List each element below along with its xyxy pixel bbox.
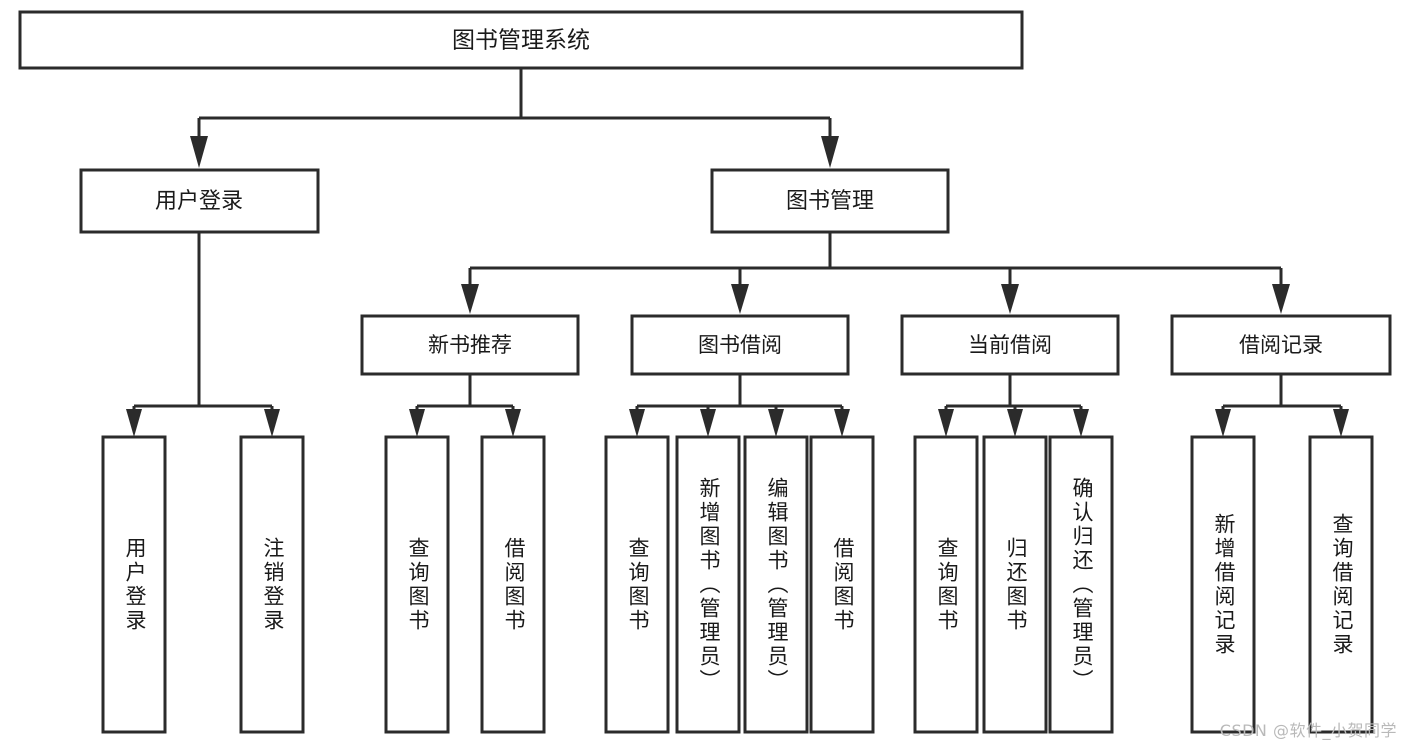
node-leaf-add-book-box[interactable]: [675, 435, 741, 734]
node-leaf-query-record-label: 查询借阅记录: [1330, 513, 1354, 657]
node-user-login-label: 用户登录: [155, 189, 243, 214]
node-leaf-return-book-label: 归还图书: [1004, 537, 1028, 633]
arrowhead-leaf-borrow-book-1: [505, 409, 521, 437]
node-book-manage-label: 图书管理: [786, 189, 874, 214]
node-leaf-logout[interactable]: 注销登录: [239, 435, 305, 734]
node-borrow-record-box[interactable]: [1170, 314, 1392, 376]
node-leaf-borrow-book-1-box[interactable]: [480, 435, 546, 734]
node-user-login-box[interactable]: [79, 168, 320, 234]
node-leaf-borrow-book-2-box[interactable]: [809, 435, 875, 734]
node-leaf-add-record[interactable]: 新增借阅记录: [1190, 435, 1256, 734]
arrowhead-new-book-rec: [461, 284, 479, 314]
node-new-book-rec-box[interactable]: [360, 314, 580, 376]
node-leaf-query-book-3-label: 查询图书: [935, 537, 959, 633]
arrowhead-leaf-query-book-3: [938, 409, 954, 437]
node-leaf-logout-box[interactable]: [239, 435, 305, 734]
node-leaf-add-record-box[interactable]: [1190, 435, 1256, 734]
node-leaf-query-record[interactable]: 查询借阅记录: [1308, 435, 1374, 734]
arrowhead-leaf-confirm-return: [1073, 409, 1089, 437]
csdn-watermark: CSDN @软件_小贺同学: [1219, 721, 1397, 740]
edge-group-user-login: [126, 232, 280, 437]
edge-group-current-borrow: [938, 374, 1089, 437]
node-leaf-confirm-return[interactable]: 确认归还（管理员）: [1048, 435, 1114, 734]
node-borrow-record[interactable]: 借阅记录: [1170, 314, 1392, 376]
arrowhead-leaf-add-record: [1215, 409, 1231, 437]
node-leaf-edit-book-label: 编辑图书（管理员）: [765, 477, 789, 693]
node-current-borrow[interactable]: 当前借阅: [900, 314, 1120, 376]
arrowhead-user-login: [190, 136, 208, 168]
arrowhead-book-borrow: [731, 284, 749, 314]
node-new-book-rec[interactable]: 新书推荐: [360, 314, 580, 376]
arrowhead-leaf-logout: [264, 409, 280, 437]
node-user-login[interactable]: 用户登录: [79, 168, 320, 234]
node-leaf-return-book-box[interactable]: [982, 435, 1048, 734]
arrowhead-leaf-query-book-2: [629, 409, 645, 437]
node-leaf-query-book-3[interactable]: 查询图书: [913, 435, 979, 734]
node-leaf-query-book-1[interactable]: 查询图书: [384, 435, 450, 734]
arrowhead-leaf-edit-book: [768, 409, 784, 437]
node-leaf-edit-book-box[interactable]: [743, 435, 809, 734]
node-leaf-edit-book[interactable]: 编辑图书（管理员）: [743, 435, 809, 734]
node-leaf-return-book[interactable]: 归还图书: [982, 435, 1048, 734]
node-leaf-add-book-label: 新增图书（管理员）: [697, 477, 721, 693]
edge-group-book-manage: [461, 232, 1290, 314]
node-leaf-user-login[interactable]: 用户登录: [101, 435, 167, 734]
node-leaf-borrow-book-2-label: 借阅图书: [831, 537, 855, 633]
node-leaf-query-book-2-box[interactable]: [604, 435, 670, 734]
arrowhead-leaf-query-record: [1333, 409, 1349, 437]
node-book-borrow-label: 图书借阅: [698, 333, 782, 357]
node-new-book-rec-label: 新书推荐: [428, 333, 512, 357]
edge-group-book-borrow: [629, 374, 850, 437]
node-leaf-add-record-label: 新增借阅记录: [1212, 513, 1236, 657]
node-leaf-user-login-box[interactable]: [101, 435, 167, 734]
arrowhead-borrow-record: [1272, 284, 1290, 314]
node-borrow-record-label: 借阅记录: [1239, 333, 1323, 357]
node-leaf-borrow-book-1-label: 借阅图书: [502, 537, 526, 633]
node-root[interactable]: 图书管理系统: [18, 10, 1024, 70]
node-book-borrow[interactable]: 图书借阅: [630, 314, 850, 376]
arrowhead-current-borrow: [1001, 284, 1019, 314]
node-leaf-confirm-return-label: 确认归还（管理员）: [1070, 477, 1094, 693]
node-book-manage-box[interactable]: [710, 168, 950, 234]
node-book-borrow-box[interactable]: [630, 314, 850, 376]
node-current-borrow-box[interactable]: [900, 314, 1120, 376]
node-leaf-query-book-1-label: 查询图书: [406, 537, 430, 633]
edge-group-new-book-rec: [409, 374, 521, 437]
node-current-borrow-label: 当前借阅: [968, 333, 1052, 357]
arrowhead-leaf-add-book: [700, 409, 716, 437]
node-leaf-user-login-label: 用户登录: [123, 537, 147, 633]
arrowhead-leaf-user-login: [126, 409, 142, 437]
node-root-box[interactable]: [18, 10, 1024, 70]
arrowhead-leaf-return-book: [1007, 409, 1023, 437]
node-leaf-query-book-1-box[interactable]: [384, 435, 450, 734]
node-leaf-logout-label: 注销登录: [261, 537, 285, 633]
node-root-label: 图书管理系统: [452, 28, 590, 54]
node-leaf-query-book-2[interactable]: 查询图书: [604, 435, 670, 734]
node-leaf-confirm-return-box[interactable]: [1048, 435, 1114, 734]
node-leaf-query-record-box[interactable]: [1308, 435, 1374, 734]
arrowhead-leaf-query-book-1: [409, 409, 425, 437]
node-leaf-query-book-3-box[interactable]: [913, 435, 979, 734]
edge-group-borrow-record: [1215, 374, 1349, 437]
node-leaf-query-book-2-label: 查询图书: [626, 537, 650, 633]
node-leaf-borrow-book-2[interactable]: 借阅图书: [809, 435, 875, 734]
arrowhead-book-manage: [821, 136, 839, 168]
node-book-manage[interactable]: 图书管理: [710, 168, 950, 234]
node-leaf-borrow-book-1[interactable]: 借阅图书: [480, 435, 546, 734]
node-leaf-add-book[interactable]: 新增图书（管理员）: [675, 435, 741, 734]
arrowhead-leaf-borrow-book-2: [834, 409, 850, 437]
edge-group-root: [190, 68, 839, 168]
